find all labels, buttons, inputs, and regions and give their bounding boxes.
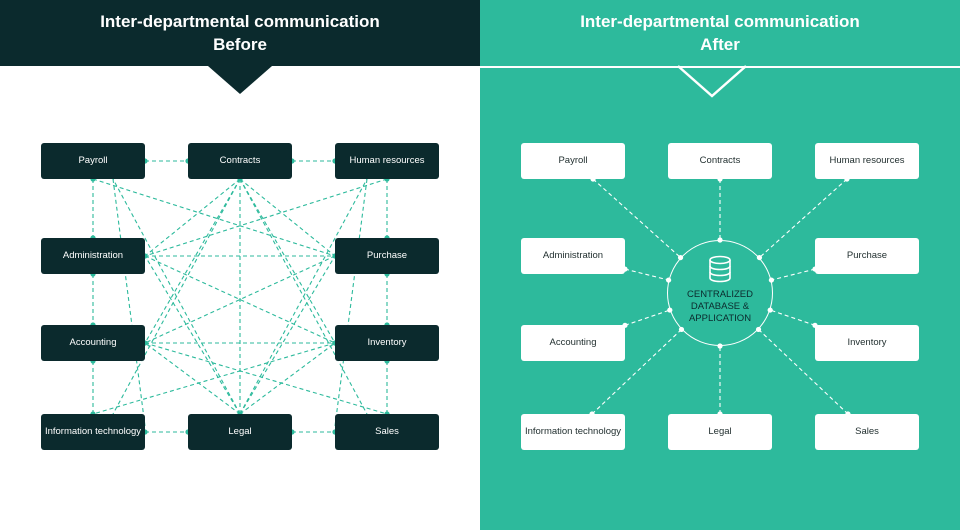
node-contracts: Contracts bbox=[188, 143, 292, 179]
node-contracts: Contracts bbox=[668, 143, 772, 179]
connection-line bbox=[624, 268, 669, 281]
connection-line bbox=[769, 309, 816, 326]
central-hub: CENTRALIZED DATABASE & APPLICATION bbox=[667, 240, 773, 346]
connection-line bbox=[759, 178, 848, 258]
connection-line bbox=[239, 342, 336, 415]
node-administration: Administration bbox=[41, 238, 145, 274]
connection-line bbox=[144, 178, 241, 344]
database-icon bbox=[709, 255, 731, 283]
node-payroll: Payroll bbox=[41, 143, 145, 179]
before-subtitle: Before bbox=[213, 35, 267, 54]
node-accounting: Accounting bbox=[41, 325, 145, 361]
connection-line bbox=[592, 178, 681, 258]
connection-line bbox=[771, 268, 816, 281]
node-human-resources: Human resources bbox=[815, 143, 919, 179]
connection-line bbox=[112, 178, 146, 427]
connection-line bbox=[334, 178, 368, 427]
connection-line bbox=[144, 342, 388, 415]
after-panel: Inter-departmental communication After C… bbox=[480, 0, 960, 530]
hub-label: CENTRALIZED DATABASE & APPLICATION bbox=[687, 289, 753, 324]
before-connections bbox=[90, 66, 390, 435]
node-sales: Sales bbox=[815, 414, 919, 450]
before-header: Inter-departmental communication Before bbox=[0, 0, 480, 66]
connection-line bbox=[624, 309, 671, 326]
node-inventory: Inventory bbox=[815, 325, 919, 361]
node-purchase: Purchase bbox=[815, 238, 919, 274]
after-header-pointer bbox=[677, 65, 747, 98]
node-information-technology: Information technology bbox=[41, 414, 145, 450]
node-human-resources: Human resources bbox=[335, 143, 439, 179]
node-purchase: Purchase bbox=[335, 238, 439, 274]
connection-line bbox=[144, 255, 241, 415]
connection-line bbox=[144, 178, 388, 257]
after-subtitle: After bbox=[700, 35, 740, 54]
node-information-technology: Information technology bbox=[521, 414, 625, 450]
connection-line bbox=[239, 178, 368, 415]
connection-line bbox=[92, 178, 336, 257]
connection-line bbox=[239, 178, 336, 344]
connection-line bbox=[144, 342, 241, 415]
node-administration: Administration bbox=[521, 238, 625, 274]
connection-line bbox=[144, 178, 241, 257]
node-legal: Legal bbox=[668, 414, 772, 450]
connection-line bbox=[92, 342, 336, 415]
node-legal: Legal bbox=[188, 414, 292, 450]
connection-line bbox=[112, 178, 241, 415]
after-header: Inter-departmental communication After bbox=[480, 0, 960, 68]
before-header-pointer bbox=[208, 66, 272, 94]
before-title: Inter-departmental communication bbox=[100, 12, 380, 31]
connection-line bbox=[239, 178, 336, 257]
node-payroll: Payroll bbox=[521, 143, 625, 179]
node-inventory: Inventory bbox=[335, 325, 439, 361]
node-sales: Sales bbox=[335, 414, 439, 450]
after-title: Inter-departmental communication bbox=[580, 12, 860, 31]
node-accounting: Accounting bbox=[521, 325, 625, 361]
before-panel: Inter-departmental communication Before … bbox=[0, 0, 480, 450]
connection-line bbox=[239, 255, 336, 415]
